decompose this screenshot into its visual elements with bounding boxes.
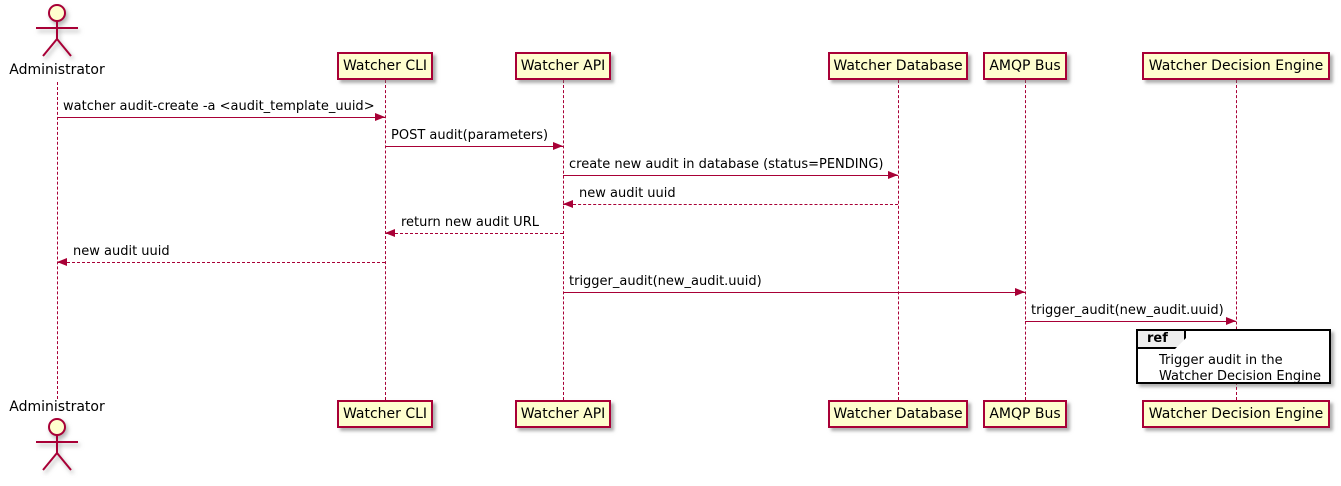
- ref-text-line: Watcher Decision Engine: [1159, 369, 1321, 384]
- arrowhead-icon: [385, 229, 395, 237]
- lifeline-db: [898, 80, 899, 400]
- participant-wde-bottom: Watcher Decision Engine: [1142, 400, 1330, 428]
- participant-api-bottom: Watcher API: [515, 400, 611, 428]
- actor-icon: [22, 417, 92, 477]
- lifeline-api: [563, 80, 564, 400]
- message-line: [563, 175, 898, 176]
- message-label: watcher audit-create -a <audit_template_…: [63, 99, 375, 114]
- lifeline-amqp: [1025, 80, 1026, 400]
- message-line: [563, 204, 898, 205]
- arrowhead-icon: [563, 200, 573, 208]
- ref-text-line: Trigger audit in the: [1159, 353, 1283, 368]
- participant-amqp-top: AMQP Bus: [983, 52, 1067, 80]
- participant-db-bottom: Watcher Database: [828, 400, 968, 428]
- lifeline-administrator: [57, 82, 58, 399]
- participant-api-top: Watcher API: [515, 52, 611, 80]
- lifeline-wde: [1236, 80, 1237, 400]
- message-label: create new audit in database (status=PEN…: [569, 157, 884, 172]
- message-line: [57, 262, 385, 263]
- participant-cli-top: Watcher CLI: [337, 52, 433, 80]
- participant-db-top: Watcher Database: [828, 52, 968, 80]
- arrowhead-icon: [888, 171, 898, 179]
- message-line: [1025, 321, 1236, 322]
- message-line: [385, 233, 563, 234]
- message-label: trigger_audit(new_audit.uuid): [1031, 303, 1224, 318]
- arrowhead-icon: [1226, 317, 1236, 325]
- actor-icon: [22, 3, 92, 63]
- message-label: return new audit URL: [401, 215, 539, 230]
- arrowhead-icon: [553, 142, 563, 150]
- arrowhead-icon: [1015, 288, 1025, 296]
- message-label: POST audit(parameters): [391, 128, 549, 143]
- participant-cli-bottom: Watcher CLI: [337, 400, 433, 428]
- ref-tab: ref: [1136, 329, 1186, 349]
- participant-wde-top: Watcher Decision Engine: [1142, 52, 1330, 80]
- message-line: [563, 292, 1025, 293]
- message-label: new audit uuid: [73, 244, 170, 259]
- arrowhead-icon: [375, 113, 385, 121]
- participant-amqp-bottom: AMQP Bus: [983, 400, 1067, 428]
- lifeline-cli: [385, 80, 386, 400]
- actor-label-top: Administrator: [9, 62, 105, 78]
- message-label: trigger_audit(new_audit.uuid): [569, 274, 762, 289]
- message-line: [57, 117, 385, 118]
- message-label: new audit uuid: [579, 186, 676, 201]
- actor-label-bottom: Administrator: [9, 399, 105, 415]
- message-line: [385, 146, 563, 147]
- arrowhead-icon: [57, 258, 67, 266]
